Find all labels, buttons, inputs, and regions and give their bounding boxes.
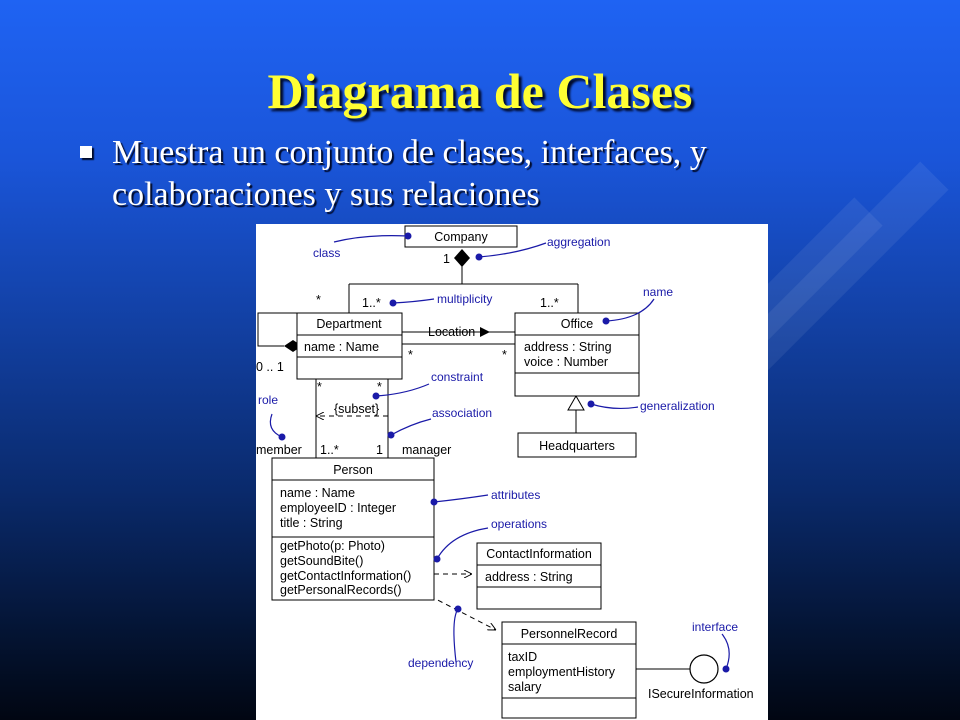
office-multiplicity: 1..* (540, 296, 559, 310)
note-attributes: attributes (491, 488, 540, 502)
bullet-item: Muestra un conjunto de clases, interface… (68, 132, 928, 216)
note-name: name (643, 285, 673, 299)
location-direction-icon (480, 327, 490, 337)
member-role: member (256, 443, 302, 457)
manager-role: manager (402, 443, 451, 457)
headquarters-class-box (517, 432, 637, 458)
note-aggregation: aggregation (547, 235, 610, 249)
personnel-record-attribute-tax-id: taxID (508, 650, 537, 664)
bullet-text: Muestra un conjunto de clases, interface… (112, 132, 928, 216)
person-operation-get-sound-bite: getSoundBite() (280, 554, 363, 568)
department-class-box (296, 312, 403, 380)
department-member-multiplicity: * (317, 380, 322, 394)
office-attribute-voice: voice : Number (524, 355, 608, 369)
note-operations: operations (491, 517, 547, 531)
person-class-box (271, 457, 435, 601)
self-association-line (257, 312, 297, 347)
note-generalization: generalization (640, 399, 715, 413)
office-class-box (514, 312, 640, 397)
headquarters-class-name: Headquarters (539, 439, 615, 453)
note-operations-curve (436, 527, 489, 560)
office-attribute-address: address : String (524, 340, 612, 354)
interface-lollipop-icon (689, 654, 719, 684)
person-attribute-title: title : String (280, 516, 343, 530)
class-diagram: Company Department name : Name Office ad… (256, 224, 768, 720)
location-office-multiplicity: * (502, 348, 507, 362)
personnel-record-class-box (501, 621, 637, 719)
contact-information-attribute: address : String (485, 570, 573, 584)
class-diagram-svg: Company Department name : Name Office ad… (256, 225, 754, 719)
self-association-multiplicity: * (316, 293, 321, 307)
company-class-name: Company (434, 230, 488, 244)
self-association-zero-one: 0 .. 1 (256, 360, 284, 374)
contact-information-class-box (476, 542, 602, 610)
note-constraint: constraint (431, 370, 484, 384)
department-attribute: name : Name (304, 340, 379, 354)
note-interface: interface (692, 620, 738, 634)
location-department-multiplicity: * (408, 348, 413, 362)
department-multiplicity: 1..* (362, 296, 381, 310)
bullet-square-icon (80, 146, 92, 158)
note-multiplicity-curve (392, 298, 435, 304)
slide-title: Diagrama de Clases (267, 63, 693, 119)
person-class-name: Person (333, 463, 373, 477)
personnel-record-attribute-employment-history: employmentHistory (508, 665, 616, 679)
note-attributes-curve (433, 494, 489, 503)
note-multiplicity: multiplicity (437, 292, 492, 306)
note-class: class (313, 246, 340, 260)
company-multiplicity: 1 (443, 252, 450, 266)
note-constraint-curve (375, 383, 430, 397)
note-aggregation-curve (478, 242, 547, 258)
bullet-line-1: Muestra un conjunto de clases, interface… (112, 134, 707, 171)
note-dependency: dependency (408, 656, 473, 670)
note-role: role (258, 393, 278, 407)
note-interface-curve (721, 633, 730, 670)
personnel-record-attribute-salary: salary (508, 680, 542, 694)
person-operation-get-personal-records: getPersonalRecords() (280, 583, 402, 597)
manager-multiplicity: 1 (376, 443, 383, 457)
generalization-triangle-icon (567, 394, 585, 411)
note-class-curve (333, 235, 409, 243)
department-manager-multiplicity: * (377, 380, 382, 394)
personnel-record-class-name: PersonnelRecord (521, 627, 618, 641)
note-generalization-curve (590, 403, 639, 410)
note-name-curve (605, 298, 655, 322)
note-association-curve (390, 418, 432, 436)
subset-constraint: {subset} (334, 402, 379, 416)
office-class-name: Office (561, 317, 593, 331)
department-class-name: Department (316, 317, 382, 331)
aggregation-diamond (454, 249, 470, 267)
person-attribute-name: name : Name (280, 486, 355, 500)
person-operation-get-contact-information: getContactInformation() (280, 569, 411, 583)
note-association: association (432, 406, 492, 420)
interface-name: ISecureInformation (648, 687, 754, 701)
location-association-name: Location (428, 325, 475, 339)
person-attribute-employee-id: employeeID : Integer (280, 501, 396, 515)
member-multiplicity: 1..* (320, 443, 339, 457)
person-operation-get-photo: getPhoto(p: Photo) (280, 539, 385, 553)
bullet-line-2: colaboraciones y sus relaciones (112, 176, 540, 213)
note-dependency-curve (453, 608, 459, 663)
note-role-curve (269, 413, 283, 438)
contact-information-class-name: ContactInformation (486, 547, 592, 561)
